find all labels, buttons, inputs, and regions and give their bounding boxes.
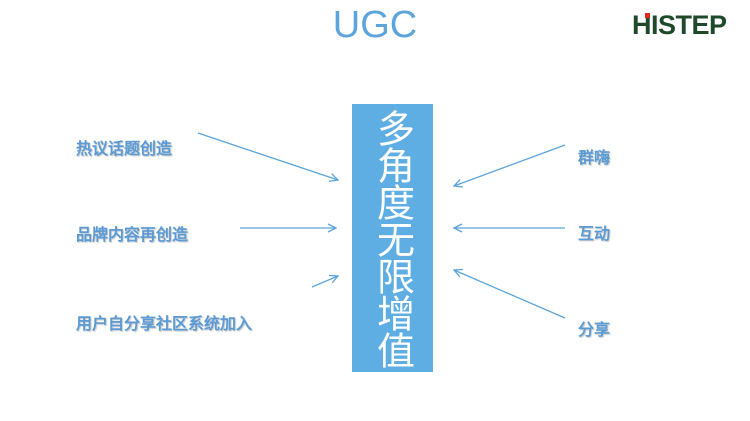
- arrow: [454, 144, 566, 186]
- arrow: [197, 132, 338, 180]
- arrow: [311, 276, 338, 288]
- right-item: 群嗨: [578, 148, 611, 167]
- logo: HISTEP: [632, 10, 727, 40]
- center-box: 多角度无限增值: [352, 104, 433, 372]
- center-text: 多角度无限增值: [370, 108, 415, 368]
- left-item: 品牌内容再创造: [76, 225, 189, 244]
- slide-title: UGC: [332, 4, 418, 46]
- right-item: 互动: [578, 224, 611, 243]
- left-item: 热议话题创造: [76, 139, 173, 158]
- arrow: [454, 270, 566, 319]
- left-item: 用户自分享社区系统加入: [76, 314, 253, 333]
- right-item: 分享: [578, 320, 611, 339]
